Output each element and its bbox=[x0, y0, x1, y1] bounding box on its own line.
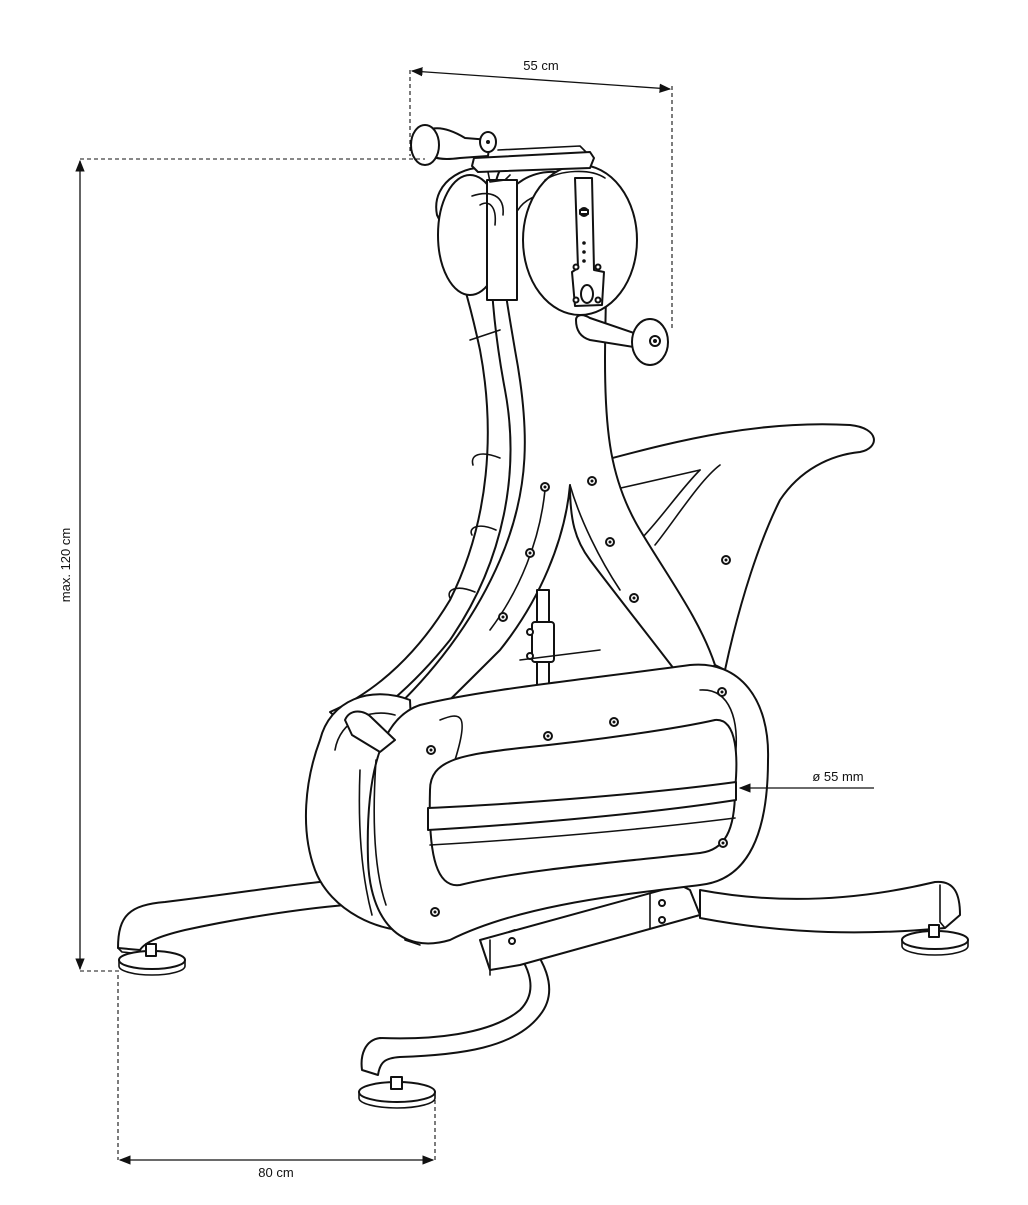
dimension-base: 80 cm bbox=[117, 975, 436, 1180]
diameter-label: ø 55 mm bbox=[812, 769, 863, 784]
height-label: max. 120 cm bbox=[58, 528, 73, 602]
back-support bbox=[604, 423, 875, 671]
base-label: 80 cm bbox=[258, 1165, 293, 1180]
base-frame bbox=[117, 879, 969, 1109]
dimension-width: 55 cm bbox=[409, 58, 673, 330]
dimension-height: max. 120 cm bbox=[58, 158, 425, 972]
dimension-diameter: ø 55 mm bbox=[738, 769, 874, 793]
seat-post bbox=[519, 589, 601, 691]
lower-housing bbox=[304, 663, 770, 945]
crank-assembly bbox=[410, 124, 669, 366]
width-label: 55 cm bbox=[523, 58, 558, 73]
